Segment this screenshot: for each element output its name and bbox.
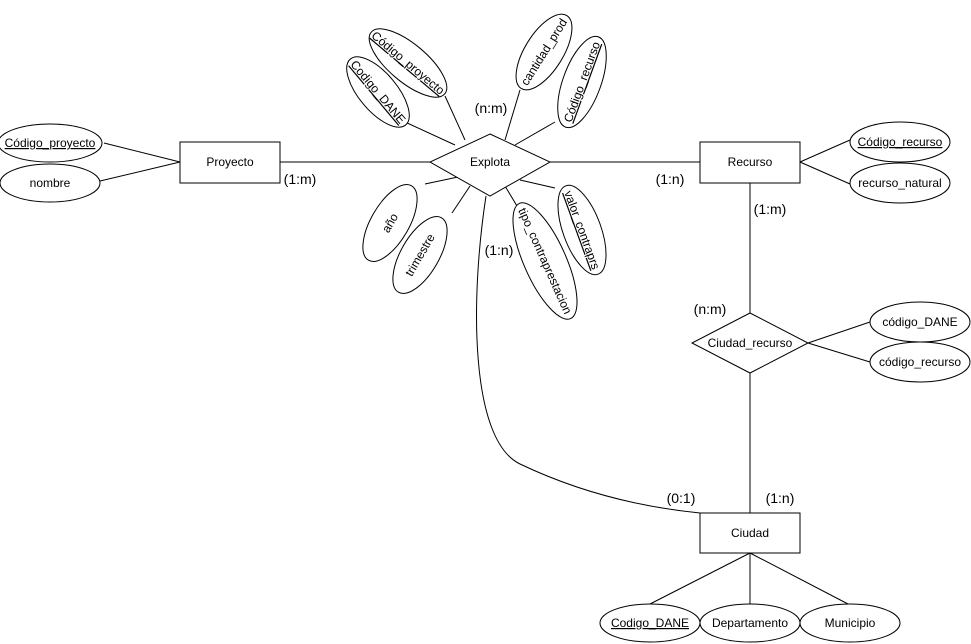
attr-ciudad-municipio[interactable]: Municipio bbox=[799, 603, 901, 643]
attr-explota-codigo-recurso[interactable]: Código_recurso bbox=[548, 30, 617, 133]
entity-ciudad-label: Ciudad bbox=[731, 526, 769, 540]
attr-ciudad-departamento-label: Departamento bbox=[712, 616, 788, 630]
attr-proyecto-codigo[interactable]: Código_proyecto bbox=[0, 123, 103, 163]
attr-recurso-natural-label: recurso_natural bbox=[858, 176, 941, 190]
edge-proyecto-attr-codigo bbox=[103, 142, 181, 163]
relationship-explota-label: Explota bbox=[470, 155, 510, 169]
entity-recurso[interactable]: Recurso bbox=[699, 141, 801, 184]
attr-explota-trimestre[interactable]: trimestre bbox=[382, 208, 458, 301]
relationship-ciudad-recurso[interactable]: Ciudad_recurso bbox=[690, 312, 810, 374]
attr-ciudad-codigo-label: Codigo_DANE bbox=[611, 616, 689, 630]
edge-cr-attr-recurso bbox=[807, 342, 871, 363]
attr-ciudad-codigo[interactable]: Codigo_DANE bbox=[599, 603, 701, 643]
attr-explota-anio[interactable]: año bbox=[352, 176, 428, 269]
edge-explota-attr-valor bbox=[519, 179, 556, 189]
edge-explota-ciudad bbox=[476, 195, 701, 514]
cardinality-ciudad-explota: (0:1) bbox=[667, 490, 696, 506]
edge-recurso-attr-natural bbox=[799, 161, 851, 185]
connectors bbox=[99, 89, 871, 605]
attr-cr-codigo-recurso[interactable]: código_recurso bbox=[869, 341, 971, 383]
relationship-explota[interactable]: Explota bbox=[428, 133, 552, 197]
edge-proyecto-attr-nombre bbox=[99, 161, 181, 182]
entity-ciudad[interactable]: Ciudad bbox=[699, 512, 801, 554]
cardinality-explota-ciudad: (1:n) bbox=[485, 242, 514, 258]
edge-ciudad-attr-codigo bbox=[649, 552, 751, 605]
cardinality-labels: (n:m) (1:m) (1:n) (1:m) (n:m) (1:n) (0:1… bbox=[284, 100, 795, 506]
attr-recurso-natural[interactable]: recurso_natural bbox=[849, 162, 951, 204]
edge-explota-attr-cantidad bbox=[504, 89, 521, 141]
attr-proyecto-codigo-label: Código_proyecto bbox=[5, 136, 96, 150]
edge-recurso-attr-codigo bbox=[799, 139, 851, 163]
entity-proyecto[interactable]: Proyecto bbox=[179, 141, 281, 184]
attr-cr-codigo-dane-label: código_DANE bbox=[882, 315, 957, 329]
edge-explota-attr-anio bbox=[424, 176, 459, 185]
attr-ciudad-departamento[interactable]: Departamento bbox=[699, 603, 801, 643]
attr-proyecto-nombre-label: nombre bbox=[30, 176, 71, 190]
cardinality-explota-recurso: (1:n) bbox=[656, 171, 685, 187]
attr-cr-codigo-dane[interactable]: código_DANE bbox=[869, 301, 971, 343]
cardinality-explota-top: (n:m) bbox=[475, 100, 508, 116]
edge-explota-attr-dane bbox=[404, 121, 456, 146]
edge-explota-attr-codigo-recurso bbox=[514, 121, 556, 146]
cardinality-recurso-ciudad-recurso: (1:m) bbox=[754, 201, 787, 217]
attr-recurso-codigo-label: Código_recurso bbox=[858, 135, 943, 149]
attr-ciudad-municipio-label: Municipio bbox=[825, 616, 876, 630]
edge-ciudad-attr-municipio bbox=[749, 552, 849, 605]
entity-recurso-label: Recurso bbox=[728, 155, 773, 169]
attr-recurso-codigo[interactable]: Código_recurso bbox=[849, 121, 951, 163]
edge-explota-attr-tipo bbox=[504, 185, 518, 207]
entity-proyecto-label: Proyecto bbox=[206, 155, 254, 169]
cardinality-ciudad-ciudad-recurso: (1:n) bbox=[766, 490, 795, 506]
attr-proyecto-nombre[interactable]: nombre bbox=[0, 163, 101, 203]
cardinality-proyecto-explota: (1:m) bbox=[284, 171, 317, 187]
edge-explota-attr-trimestre bbox=[451, 185, 471, 214]
relationship-ciudad-recurso-label: Ciudad_recurso bbox=[708, 336, 793, 350]
edge-cr-attr-dane bbox=[807, 321, 871, 344]
cardinality-ciudad-recurso-top: (n:m) bbox=[694, 301, 727, 317]
edge-explota-attr-codigo-proyecto bbox=[444, 95, 466, 141]
attr-cr-codigo-recurso-label: código_recurso bbox=[879, 355, 961, 369]
